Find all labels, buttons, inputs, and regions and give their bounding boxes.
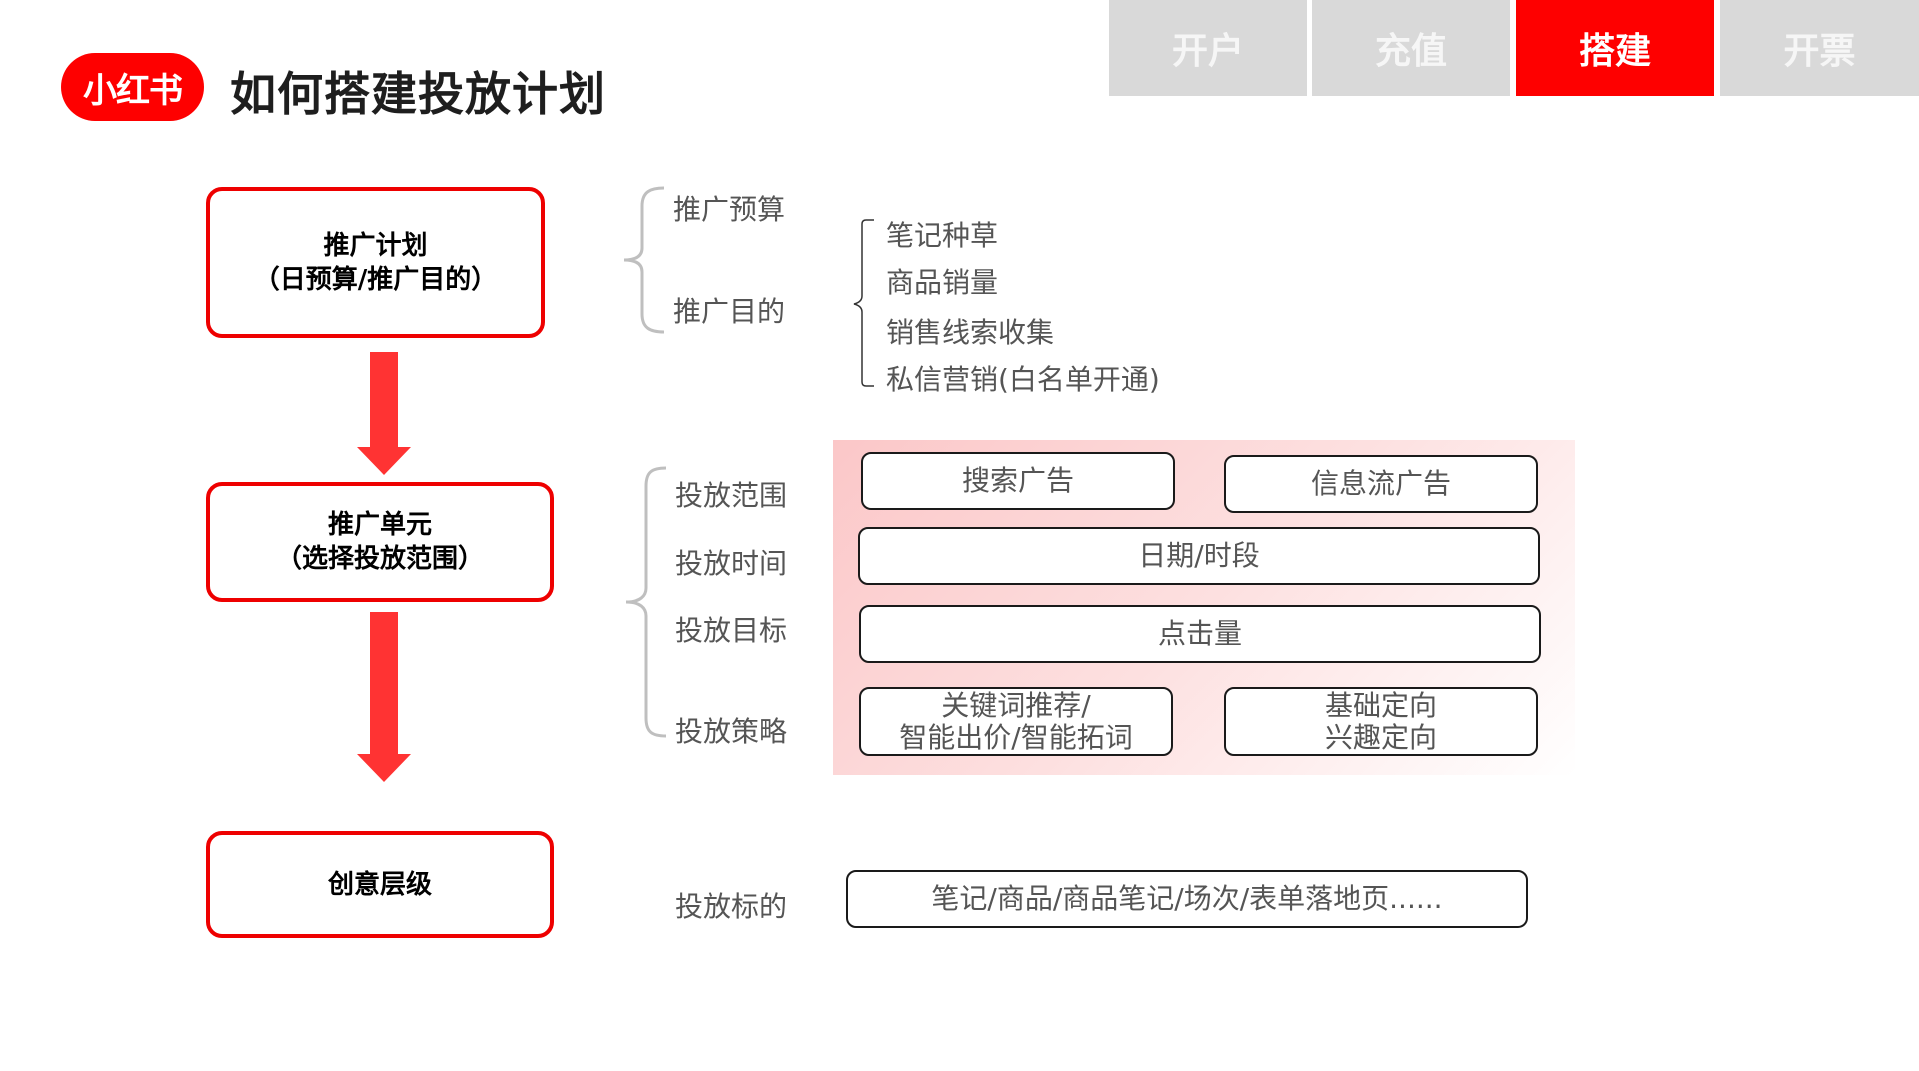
option-targeting[interactable]: 基础定向 兴趣定向 [1224,687,1538,756]
stage-subtitle: （日预算/推广目的） [253,264,498,295]
stage-title: 推广单元 [327,510,432,540]
option-line: 基础定向 [1324,688,1437,722]
arrow-down-icon [357,612,411,782]
label-placement-time: 投放时间 [675,547,788,580]
creative-target-field[interactable]: 笔记/商品/商品笔记/场次/表单落地页...... [846,870,1528,928]
stage-promotion-unit: 推广单元 （选择投放范围） [206,482,554,602]
option-keyword-bidding[interactable]: 关键词推荐/ 智能出价/智能拓词 [859,687,1173,756]
tab-recharge[interactable]: 充值 [1312,0,1510,96]
option-line: 智能出价/智能拓词 [899,720,1133,754]
purpose-option: 销售线索收集 [886,316,1055,349]
brace-icon [853,219,874,387]
arrow-down-icon [357,352,411,475]
option-date-time[interactable]: 日期/时段 [858,527,1540,585]
stage-subtitle: （选择投放范围） [275,544,484,574]
option-line: 兴趣定向 [1324,720,1437,754]
label-placement-scope: 投放范围 [675,479,788,512]
purpose-option: 私信营销(白名单开通) [886,363,1160,396]
brace-icon [623,186,665,334]
stage-creative-level: 创意层级 [206,831,554,938]
option-clicks[interactable]: 点击量 [859,605,1541,663]
tab-open-account[interactable]: 开户 [1109,0,1307,96]
label-placement-strategy: 投放策略 [675,715,788,748]
option-search-ads[interactable]: 搜索广告 [861,452,1175,510]
purpose-option: 商品销量 [886,266,999,299]
option-feed-ads[interactable]: 信息流广告 [1224,455,1538,513]
label-purpose: 推广目的 [673,295,786,328]
stage-title: 创意层级 [327,869,432,900]
tab-build[interactable]: 搭建 [1516,0,1714,96]
label-budget: 推广预算 [673,193,786,226]
page-title: 如何搭建投放计划 [230,67,606,121]
stage-title: 推广计划 [323,230,428,261]
label-placement-goal: 投放目标 [675,614,788,647]
label-placement-target: 投放标的 [675,890,788,923]
purpose-option: 笔记种草 [886,219,999,252]
tab-invoice[interactable]: 开票 [1720,0,1919,96]
brace-icon [625,466,667,738]
xiaohongshu-logo: 小红书 [61,53,204,121]
stage-campaign-plan: 推广计划 （日预算/推广目的） [206,187,545,338]
option-line: 关键词推荐/ [941,688,1091,722]
